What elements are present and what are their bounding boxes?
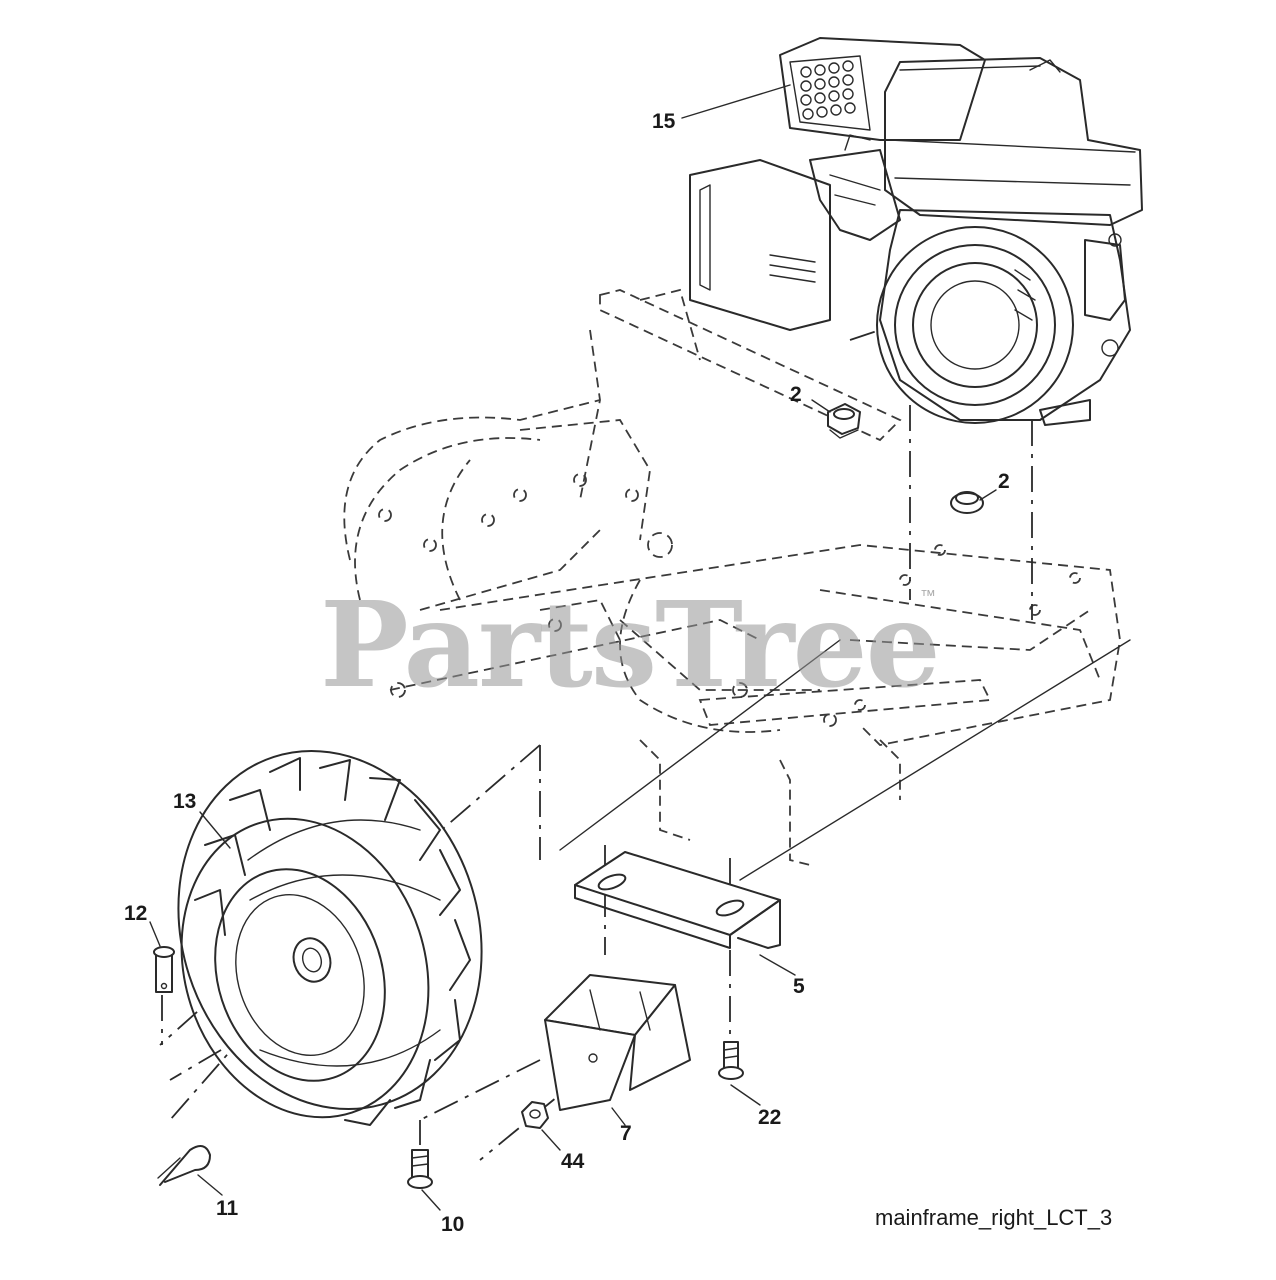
callout-22[interactable]: 22 [758, 1106, 782, 1129]
engine-assembly[interactable] [689, 37, 1143, 426]
screw-bracket[interactable] [718, 1041, 744, 1080]
callout-44[interactable]: 44 [561, 1150, 585, 1173]
hair-pin-clip[interactable] [157, 1145, 211, 1186]
flange-nut-lower[interactable] [950, 491, 984, 514]
clevis-pin[interactable] [153, 946, 175, 993]
trademark-symbol: ™ [920, 588, 936, 605]
flange-nut-upper[interactable] [827, 403, 861, 439]
wheel-tire[interactable] [133, 711, 527, 1149]
callout-13[interactable]: 13 [173, 790, 197, 813]
mainframe-phantom [389, 532, 1121, 866]
partstree-watermark: PartsTree [320, 575, 941, 714]
tine-shield-phantom [343, 288, 902, 611]
mounting-bracket[interactable] [574, 851, 781, 949]
callout-2-lower[interactable]: 2 [998, 470, 1010, 493]
callout-11[interactable]: 11 [216, 1197, 239, 1220]
air-cleaner-mesh-icon [800, 60, 856, 120]
diagram-caption: mainframe_right_LCT_3 [875, 1205, 1113, 1230]
callout-10[interactable]: 10 [441, 1213, 465, 1236]
callout-5[interactable]: 5 [793, 975, 805, 998]
lock-nut[interactable] [521, 1101, 549, 1129]
leader-lines [149, 84, 997, 1211]
callout-15[interactable]: 15 [652, 110, 676, 133]
front-weight-block[interactable] [544, 974, 691, 1111]
callout-2-upper[interactable]: 2 [790, 383, 802, 406]
bolt-wheel[interactable] [407, 1149, 433, 1189]
callout-12[interactable]: 12 [124, 902, 148, 925]
callout-7[interactable]: 7 [620, 1122, 632, 1145]
